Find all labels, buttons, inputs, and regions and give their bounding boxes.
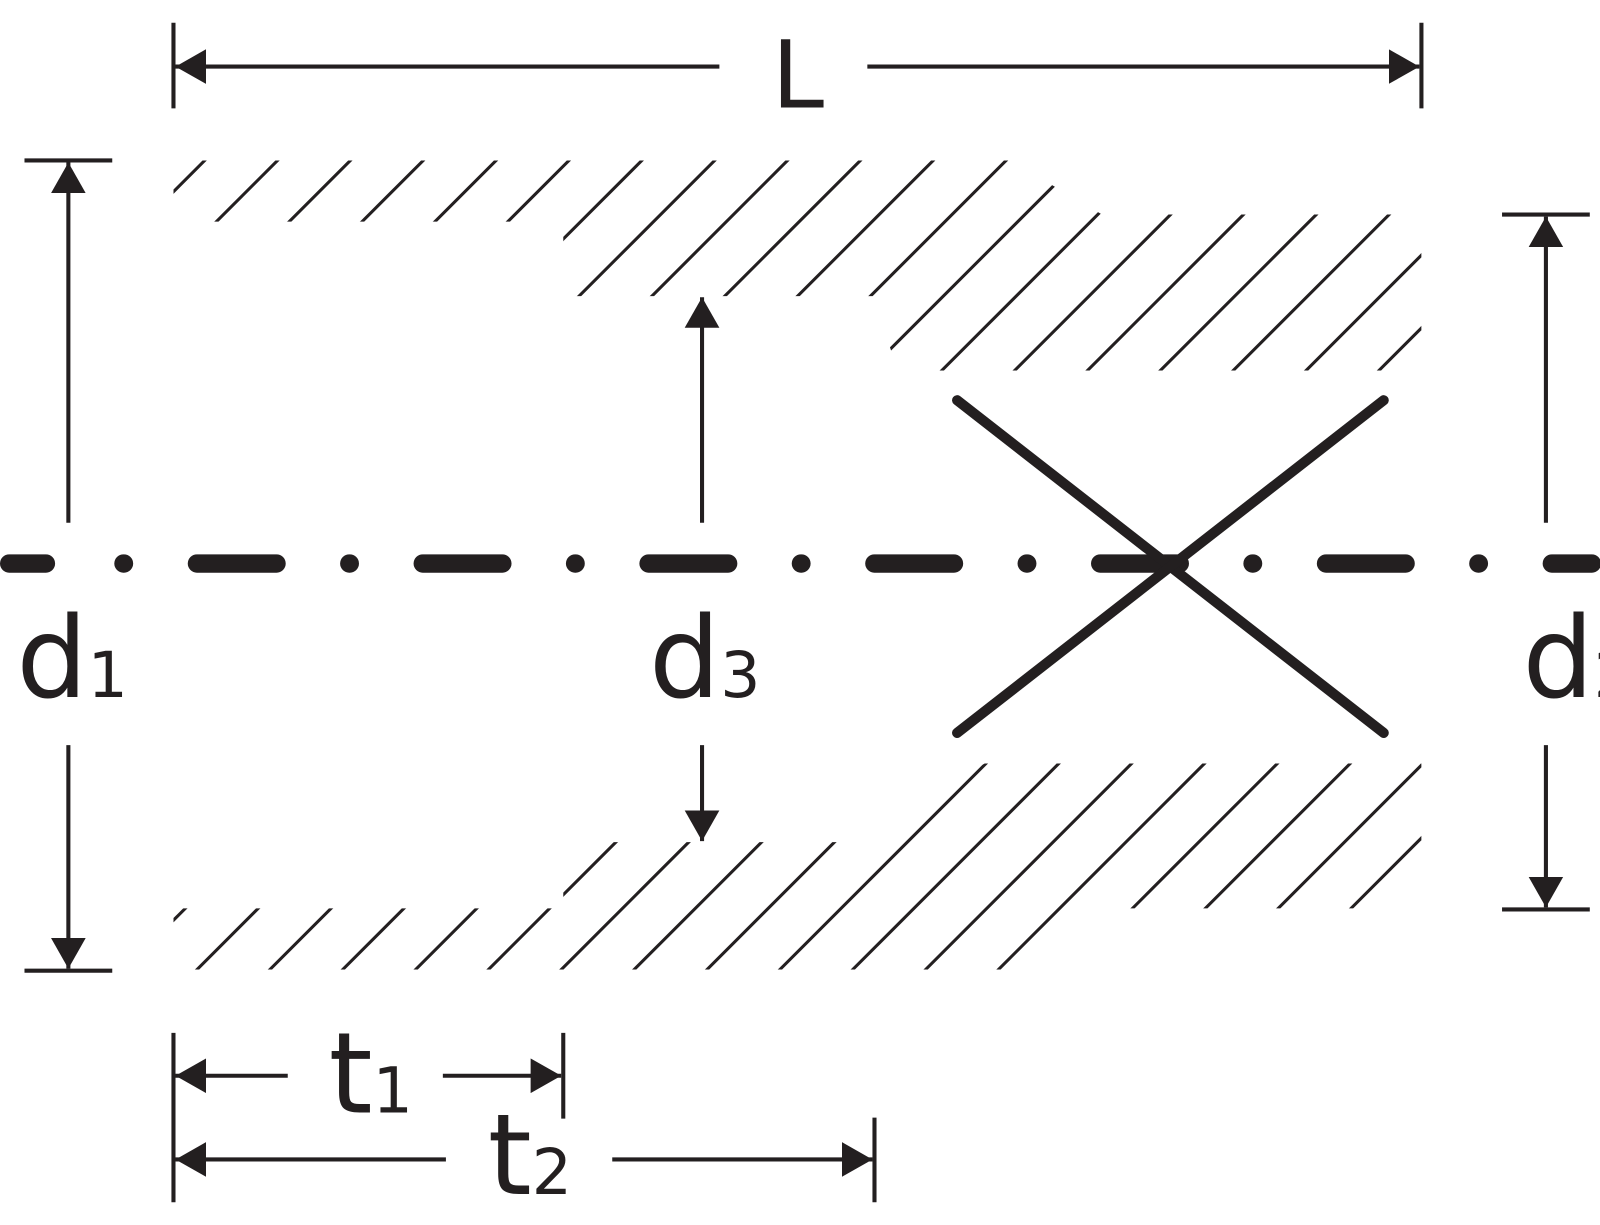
hatch-line <box>1370 160 1422 371</box>
hatch-line <box>331 763 559 970</box>
hatch-line <box>185 763 413 970</box>
hatch-line <box>1498 755 1600 979</box>
hatch-line <box>914 763 1141 970</box>
hatch-line <box>933 160 1161 371</box>
hatch-line <box>258 763 486 970</box>
hatch-line <box>1151 160 1379 371</box>
hatch-line <box>1517 153 1600 377</box>
hatch-line <box>1205 763 1422 970</box>
hatch-line <box>277 160 505 371</box>
dimension-t2 <box>175 1117 877 1203</box>
hatch-line <box>173 763 267 970</box>
hatch-line <box>350 160 578 371</box>
hatch-line <box>1297 160 1422 371</box>
hatch-line <box>987 763 1214 970</box>
label-t2: t2 <box>488 1091 572 1221</box>
hatch-line <box>1444 153 1600 377</box>
hatch-line <box>173 160 359 371</box>
hatch-line <box>768 763 996 970</box>
hatch-line <box>1590 153 1600 377</box>
hatch-line <box>841 763 1069 970</box>
hatch-line <box>0 153 66 377</box>
hatch-line <box>622 763 850 970</box>
hatch-line <box>1224 160 1422 371</box>
hatch-line <box>173 160 286 371</box>
hatch-line <box>787 160 1015 371</box>
dimension-t1 <box>171 1032 566 1203</box>
label-d1: d1 <box>16 594 128 724</box>
hatch-line <box>549 763 777 970</box>
hatch-line <box>1571 755 1600 979</box>
hatch-line <box>1278 763 1422 970</box>
hatch-line <box>423 160 651 371</box>
label-d2: d2 <box>1522 594 1600 724</box>
hatch-line <box>1079 160 1306 371</box>
hatch-line <box>1351 763 1422 970</box>
dimension-d1 <box>24 158 113 973</box>
upper-wall-hatch <box>0 153 1600 377</box>
hatch-line <box>173 160 213 371</box>
hatch-line <box>496 160 723 371</box>
label-t1: t1 <box>329 1010 413 1140</box>
hatch-line <box>1132 763 1360 970</box>
cross-mark <box>952 395 1389 739</box>
dimension-L <box>171 22 1424 109</box>
hatch-line <box>477 763 704 970</box>
hatch-line <box>569 160 796 371</box>
hatch-line <box>641 160 869 371</box>
hatch-line <box>695 763 923 970</box>
hatch-line <box>1425 755 1600 979</box>
hatch-line <box>0 755 47 979</box>
hatch-line <box>0 755 120 979</box>
hatch-line <box>173 763 340 970</box>
lower-wall-hatch <box>0 755 1600 979</box>
label-d3: d3 <box>649 594 760 724</box>
dimension-d2 <box>1502 212 1590 912</box>
hatch-line <box>404 763 631 970</box>
label-L: L <box>772 21 824 130</box>
hatch-line <box>1059 763 1287 970</box>
hatch-line <box>204 160 432 371</box>
hatch-line <box>173 763 194 970</box>
hatch-line <box>714 160 942 371</box>
hatch-line <box>1006 160 1233 371</box>
hatch-line <box>860 160 1088 371</box>
